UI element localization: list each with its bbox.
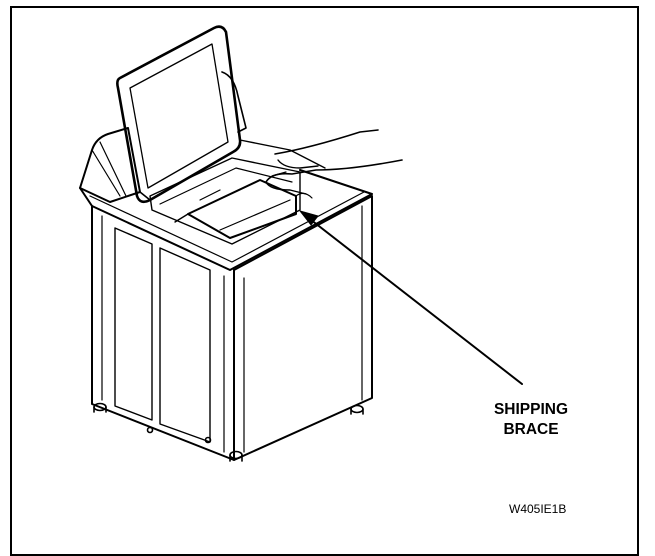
callout-line-1: SHIPPING bbox=[493, 401, 569, 418]
callout-line-2: BRACE bbox=[503, 421, 559, 438]
callout-leader-arrow bbox=[299, 210, 523, 385]
figure-code: W405IE1B bbox=[509, 502, 567, 516]
shipping-brace-label: SHIPPING BRACE bbox=[476, 400, 586, 440]
lid-hinge-block bbox=[221, 71, 247, 133]
front-panels bbox=[114, 227, 211, 443]
shipping-brace bbox=[149, 157, 301, 245]
washer-lid bbox=[116, 25, 242, 204]
washer-top bbox=[79, 139, 373, 271]
control-console bbox=[79, 127, 141, 203]
leveling-feet bbox=[93, 402, 364, 462]
washer-illustration bbox=[79, 25, 523, 462]
hand-and-arm bbox=[265, 129, 403, 199]
washer-cabinet bbox=[91, 195, 373, 461]
